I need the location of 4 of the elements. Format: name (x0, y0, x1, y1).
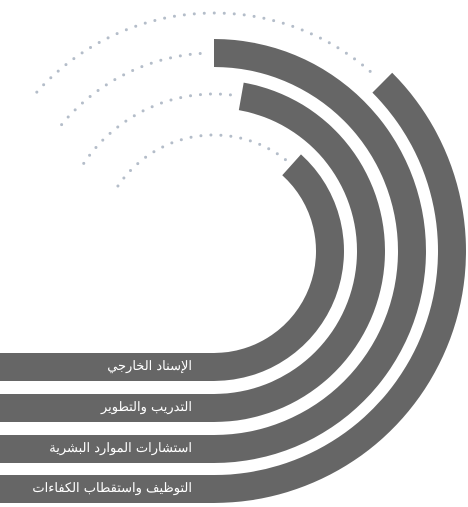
band-label: التدريب والتطوير (100, 399, 192, 417)
band-label: الإسناد الخارجي (107, 358, 192, 376)
band-label: التوظيف واستقطاب الكفاءات (32, 480, 192, 498)
band-label: استشارات الموارد البشرية (49, 440, 192, 458)
